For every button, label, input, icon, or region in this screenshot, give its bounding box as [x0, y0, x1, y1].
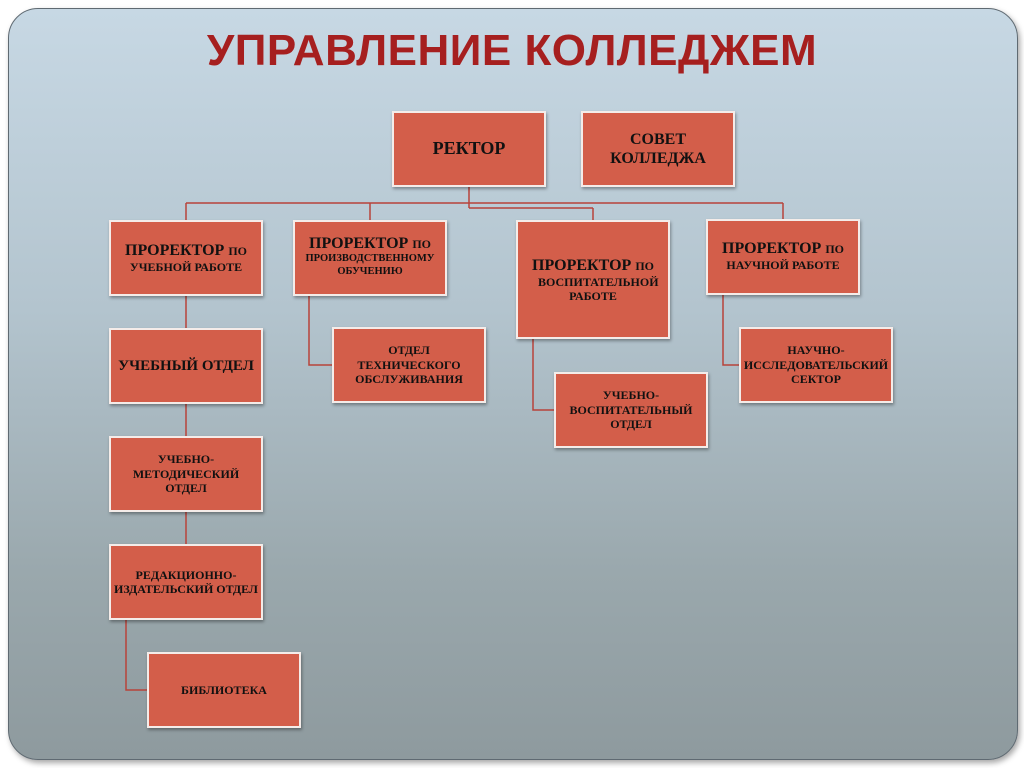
vice-rector-study-head: ПРОРЕКТОР: [125, 242, 225, 260]
library-box: БИБЛИОТЕКА: [147, 652, 301, 728]
vice-rector-study-title: ПРОРЕКТОР ПО: [125, 241, 247, 260]
tech-dept-box: ОТДЕЛ ТЕХНИЧЕСКОГО ОБСЛУЖИВАНИЯ: [332, 327, 486, 403]
vice-rector-upbringing-head: ПРОРЕКТОР: [532, 256, 632, 274]
vice-rector-upbringing-title: ПРОРЕКТОР ПО: [532, 256, 654, 275]
connector-library: [125, 620, 148, 691]
vice-rector-upbringing-box: ПРОРЕКТОР ПО ВОСПИТАТЕЛЬНОЙ РАБОТЕ: [516, 220, 670, 339]
vice-rector-study-sub: ПО: [228, 244, 247, 259]
method-dept-label: УЧЕБНО-МЕТОДИЧЕСКИЙ ОТДЕЛ: [132, 452, 240, 496]
study-dept-label: УЧЕБНЫЙ ОТДЕЛ: [118, 358, 254, 374]
council-box: СОВЕТ КОЛЛЕДЖА: [581, 111, 735, 187]
tech-dept-label: ОТДЕЛ ТЕХНИЧЕСКОГО ОБСЛУЖИВАНИЯ: [355, 343, 463, 387]
study-dept-box: УЧЕБНЫЙ ОТДЕЛ: [109, 328, 263, 404]
page-title: УПРАВЛЕНИЕ КОЛЛЕДЖЕМ: [206, 26, 818, 75]
connector-tech: [308, 295, 333, 366]
vice-rector-production-rest: ПРОИЗВОДСТВЕННОМУ ОБУЧЕНИЮ: [305, 253, 435, 277]
rector-box: РЕКТОР: [392, 111, 546, 187]
publish-dept-label: РЕДАКЦИОННО-ИЗДАТЕЛЬСКИЙ ОТДЕЛ: [114, 567, 258, 596]
vice-rector-science-title: ПРОРЕКТОР ПО: [722, 239, 844, 258]
vice-rector-study-box: ПРОРЕКТОР ПО УЧЕБНОЙ РАБОТЕ: [109, 220, 263, 296]
vice-rector-production-sub: ПО: [412, 237, 431, 251]
connector-science: [722, 295, 740, 366]
vice-rector-science-rest: НАУЧНОЙ РАБОТЕ: [726, 258, 840, 273]
council-label: СОВЕТ КОЛЛЕДЖА: [610, 130, 706, 167]
edu-dept-label: УЧЕБНО-ВОСПИТАТЕЛЬНЫЙ ОТДЕЛ: [569, 388, 693, 432]
rector-label: РЕКТОР: [432, 138, 506, 159]
edu-dept-box: УЧЕБНО-ВОСПИТАТЕЛЬНЫЙ ОТДЕЛ: [554, 372, 708, 448]
science-sector-label: НАУЧНО-ИССЛЕДОВАТЕЛЬСКИЙ СЕКТОР: [743, 343, 889, 387]
vice-rector-study-rest: УЧЕБНОЙ РАБОТЕ: [129, 260, 243, 275]
vice-rector-science-head: ПРОРЕКТОР: [722, 240, 822, 257]
vice-rector-production-head: ПРОРЕКТОР: [309, 235, 409, 252]
vice-rector-science-box: ПРОРЕКТОР ПО НАУЧНОЙ РАБОТЕ: [706, 219, 860, 295]
method-dept-box: УЧЕБНО-МЕТОДИЧЕСКИЙ ОТДЕЛ: [109, 436, 263, 512]
vice-rector-upbringing-sub: ПО: [635, 258, 654, 273]
vice-rector-production-title: ПРОРЕКТОР ПО: [309, 234, 431, 253]
publish-dept-box: РЕДАКЦИОННО-ИЗДАТЕЛЬСКИЙ ОТДЕЛ: [109, 544, 263, 620]
library-label: БИБЛИОТЕКА: [181, 682, 267, 697]
vice-rector-production-box: ПРОРЕКТОР ПО ПРОИЗВОДСТВЕННОМУ ОБУЧЕНИЮ: [293, 220, 447, 296]
vice-rector-upbringing-rest: ВОСПИТАТЕЛЬНОЙ РАБОТЕ: [538, 274, 659, 304]
connector-edu: [532, 338, 555, 411]
vice-rector-science-sub: ПО: [825, 242, 844, 256]
science-sector-box: НАУЧНО-ИССЛЕДОВАТЕЛЬСКИЙ СЕКТОР: [739, 327, 893, 403]
